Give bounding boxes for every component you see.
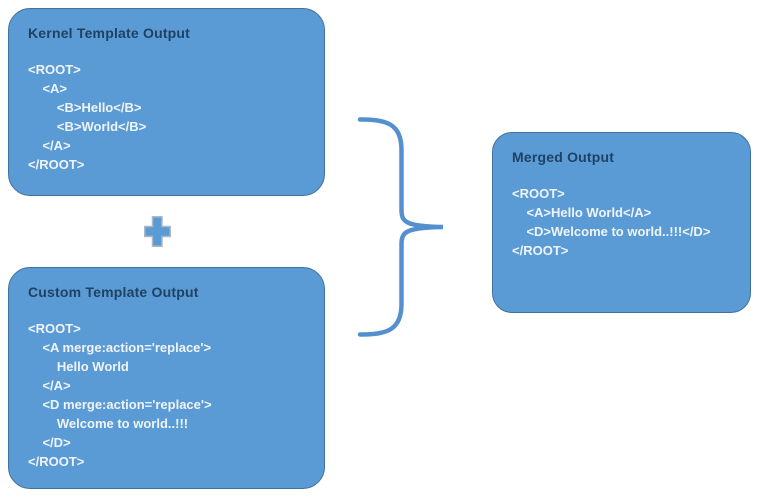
plus-icon <box>144 216 171 247</box>
right-curly-brace-icon <box>357 117 444 337</box>
custom-box-title: Custom Template Output <box>28 284 199 300</box>
kernel-box-code: <ROOT> <A> <B>Hello</B> <B>World</B> </A… <box>28 62 147 172</box>
merged-box-code: <ROOT> <A>Hello World</A> <D>Welcome to … <box>512 186 711 258</box>
custom-template-output-box: Custom Template Output <ROOT> <A merge:a… <box>8 267 325 489</box>
merged-box-title: Merged Output <box>512 149 615 165</box>
kernel-template-output-box: Kernel Template Output <ROOT> <A> <B>Hel… <box>8 8 325 196</box>
merged-output-box: Merged Output <ROOT> <A>Hello World</A> … <box>492 132 751 313</box>
kernel-box-title: Kernel Template Output <box>28 25 191 41</box>
custom-box-code: <ROOT> <A merge:action='replace'> Hello … <box>28 321 212 469</box>
